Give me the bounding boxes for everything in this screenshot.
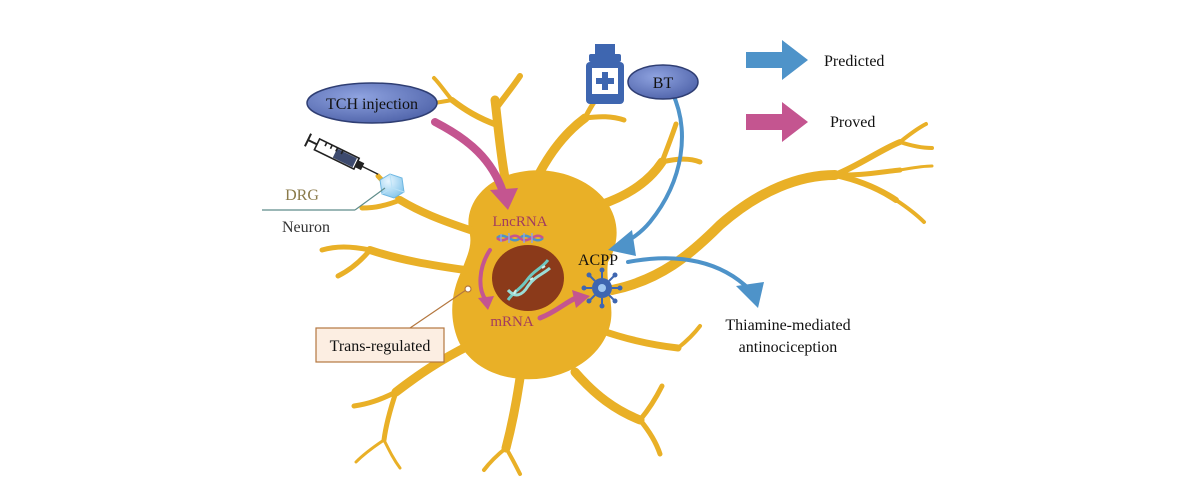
legend: Predicted Proved	[746, 40, 884, 142]
syringe-icon	[304, 133, 379, 175]
legend-proved-label: Proved	[830, 114, 875, 131]
lncrna-label: LncRNA	[493, 214, 548, 230]
arrow-acpp-to-outcome	[626, 256, 752, 292]
arrow-mrna-to-acpp	[537, 295, 579, 321]
proved-arrow-icon	[746, 102, 808, 142]
proved-arrows	[431, 118, 590, 321]
mrna-label: mRNA	[490, 314, 534, 330]
predicted-arrows	[608, 90, 764, 308]
arrow-tch-to-lncrna	[431, 118, 507, 196]
neuron-cell	[319, 73, 934, 476]
acpp-label: ACPP	[578, 252, 618, 269]
legend-proved: Proved	[746, 102, 875, 142]
arrow-acpp-to-outcome-head	[736, 282, 764, 308]
trans-regulated-callout: Trans-regulated	[315, 285, 472, 363]
neuron-dendrites	[319, 73, 703, 476]
arrow-lncrna-to-mrna-head	[478, 296, 494, 310]
arrow-mrna-to-acpp-head	[572, 290, 590, 308]
outcome-label-line1: Thiamine-mediated	[725, 317, 850, 334]
legend-predicted-label: Predicted	[824, 53, 884, 70]
drg-leader-lines	[262, 187, 386, 211]
neuron-label: Neuron	[282, 219, 330, 236]
medicine-bottle-icon	[586, 44, 624, 104]
bt-label: BT	[653, 75, 674, 92]
tch-injection-badge: TCH injection	[306, 82, 438, 124]
drg-cube-icon	[379, 173, 405, 199]
arrow-bt-to-acpp	[616, 90, 684, 248]
arrow-lncrna-to-mrna	[478, 248, 492, 302]
drg-label: DRG	[285, 187, 319, 204]
predicted-arrow-icon	[746, 40, 808, 80]
bt-badge: BT	[627, 64, 699, 100]
trans-regulated-box	[315, 327, 445, 363]
lncrna-helix-icon	[496, 233, 544, 243]
dna-helix-icon	[506, 259, 551, 301]
arrow-tch-to-lncrna-head	[490, 188, 518, 210]
legend-predicted: Predicted	[746, 40, 884, 80]
tch-injection-label: TCH injection	[326, 96, 418, 113]
arrow-bt-to-acpp-head	[608, 230, 636, 256]
neuron-axon	[607, 122, 934, 295]
outcome-label-line2: antinociception	[739, 339, 838, 356]
receptor-icon	[581, 267, 623, 309]
trans-regulated-label: Trans-regulated	[330, 338, 431, 355]
